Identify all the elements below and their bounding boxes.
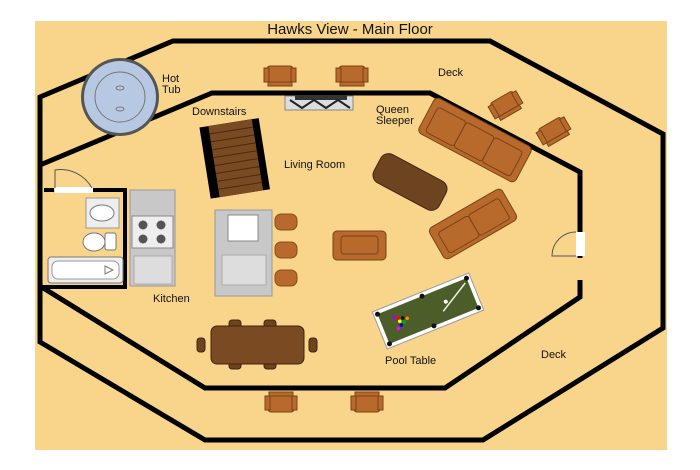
bathroom-wall bbox=[42, 188, 127, 289]
rack-of-balls-icon bbox=[392, 315, 410, 331]
pool-table-label: Pool Table bbox=[385, 355, 436, 367]
downstairs-staircase[interactable] bbox=[199, 118, 270, 199]
fireplace bbox=[284, 95, 354, 111]
queen-sleeper-sofa bbox=[418, 97, 532, 183]
refrigerator bbox=[221, 254, 267, 286]
hot-tub-label: Hot bbox=[162, 73, 179, 85]
dining-table bbox=[196, 319, 318, 370]
deck-label-bottom: Deck bbox=[541, 349, 567, 361]
kitchen-sink-icon bbox=[227, 214, 259, 242]
interior-wall-top bbox=[39, 90, 583, 258]
bar-stools bbox=[274, 213, 298, 287]
queen-sleeper-label: Queen bbox=[376, 104, 409, 116]
hot-tub-label-2: Tub bbox=[162, 84, 181, 96]
dishwasher bbox=[133, 255, 173, 285]
sink-basin-icon bbox=[89, 204, 115, 222]
deck-door-swing[interactable] bbox=[551, 231, 577, 257]
loveseat bbox=[428, 188, 518, 260]
downstairs-label: Downstairs bbox=[192, 106, 247, 118]
living-room-label: Living Room bbox=[284, 159, 345, 171]
deck-door-opening bbox=[576, 232, 585, 256]
armchair bbox=[332, 230, 387, 261]
bathroom-door-opening bbox=[55, 187, 93, 193]
plan-title: Hawks View - Main Floor bbox=[267, 21, 433, 38]
coffee-table bbox=[372, 153, 448, 211]
deck-label-top: Deck bbox=[438, 67, 464, 79]
pool-table bbox=[371, 272, 485, 350]
interior-wall-bottom bbox=[38, 280, 583, 391]
kitchen-label: Kitchen bbox=[153, 293, 190, 305]
toilet-icon bbox=[82, 232, 106, 252]
queen-sleeper-label-2: Sleeper bbox=[376, 115, 414, 127]
bathroom-door-swing[interactable] bbox=[54, 169, 93, 189]
stove-icon bbox=[131, 215, 174, 249]
hot-tub bbox=[81, 58, 159, 136]
deck-chairs bbox=[263, 65, 572, 413]
